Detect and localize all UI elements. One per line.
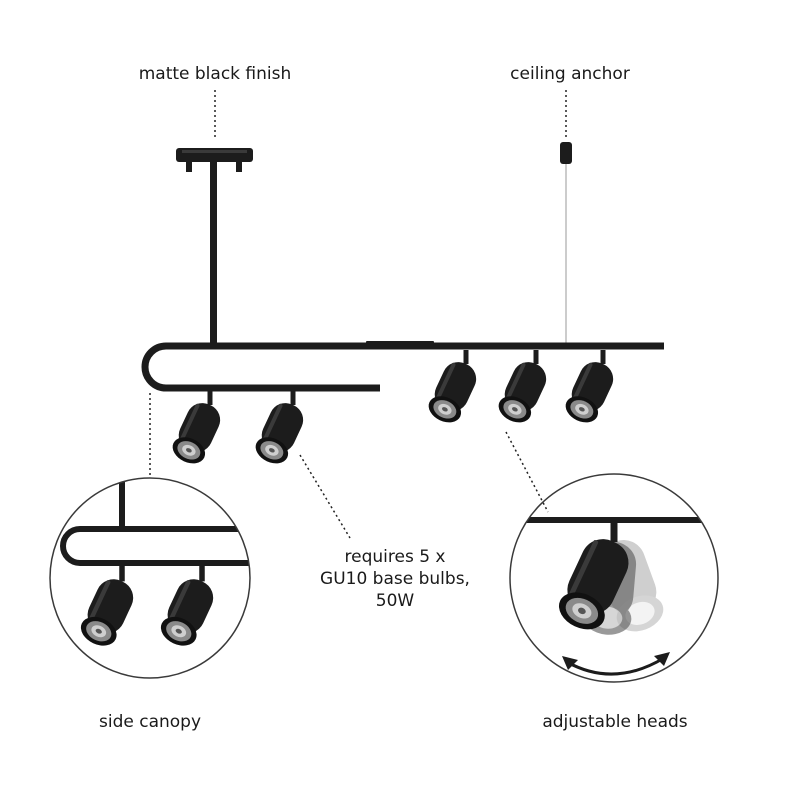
bulbs-requirement-label: requires 5 x GU10 base bulbs, 50W (290, 546, 500, 612)
bar-junction (366, 341, 434, 346)
adjustable-heads-label: adjustable heads (542, 712, 688, 732)
ceiling-anchor (560, 142, 572, 343)
spotlight-4 (494, 350, 552, 428)
spotlight-5 (561, 350, 619, 428)
spotlight-3 (424, 350, 482, 428)
ceiling-canopy (176, 148, 253, 172)
rotation-arrow-icon (566, 656, 665, 676)
leader-heads (505, 431, 549, 513)
adjustable-heads-detail (509, 473, 719, 683)
main-bar (141, 342, 662, 392)
ceiling-anchor-label: ceiling anchor (510, 64, 630, 84)
bulbs-line-2: GU10 base bulbs, (320, 569, 470, 589)
leader-bulbs (299, 454, 351, 539)
down-rod (210, 162, 217, 345)
bulbs-line-1: requires 5 x (344, 547, 446, 567)
matte-black-finish-label: matte black finish (138, 64, 292, 84)
spotlight-1 (168, 391, 226, 469)
bar-end-cap (658, 342, 664, 350)
side-canopy-detail (49, 477, 251, 679)
side-canopy-label: side canopy (98, 712, 202, 732)
spotlight-2 (251, 391, 309, 469)
bulbs-line-3: 50W (375, 591, 415, 611)
